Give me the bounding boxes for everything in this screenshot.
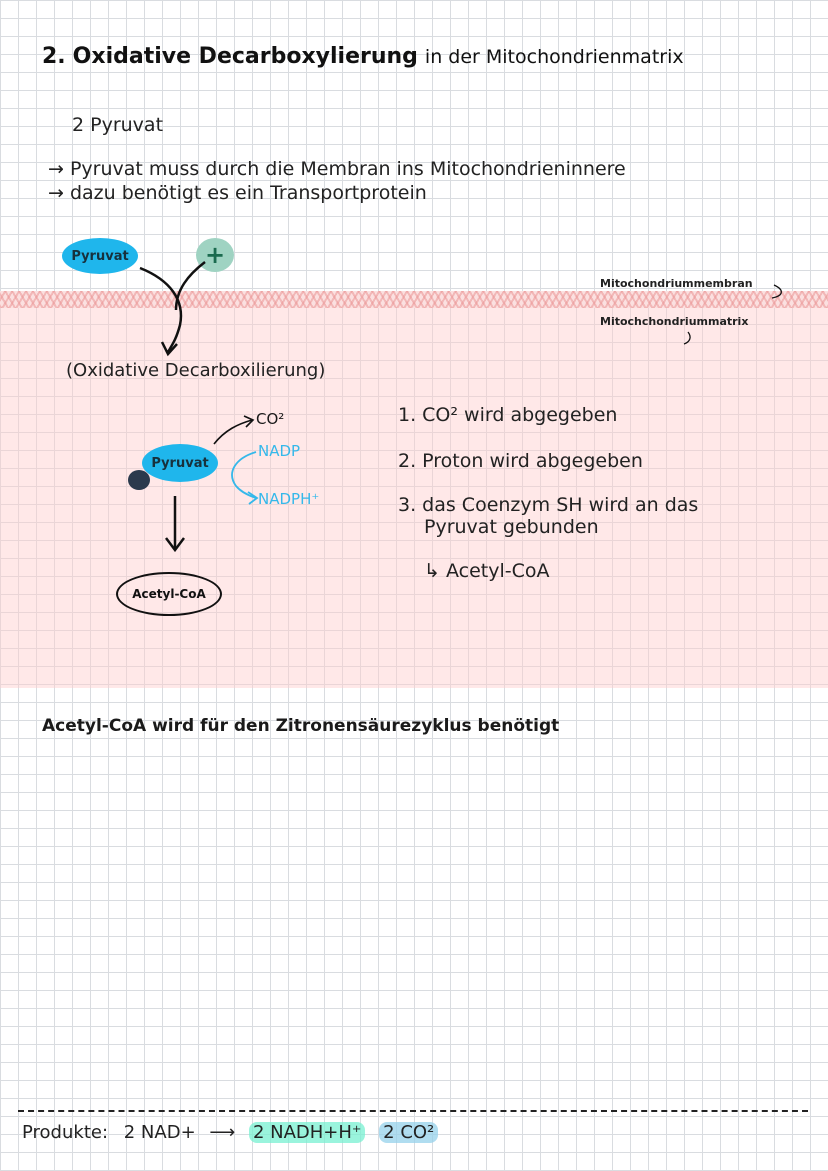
acetyl-coa-oval: Acetyl-CoA [116, 572, 222, 616]
products-arrow: ⟶ [209, 1122, 236, 1143]
step-3-continued: Pyruvat gebunden [424, 516, 599, 538]
transport-arrowhead [160, 341, 178, 357]
bullet-1: → Pyruvat muss durch die Membran ins Mit… [48, 158, 626, 180]
pyruvat-pill-top: Pyruvat [62, 238, 138, 274]
products-line: Produkte: 2 NAD+ ⟶ 2 NADH+H⁺ 2 CO² [22, 1122, 439, 1143]
transport-arrows [139, 261, 782, 357]
matrix-label: Mitochchondriummatrix [600, 315, 749, 328]
nadph-label: NADPH⁺ [258, 490, 320, 508]
plus-symbol: + [204, 241, 226, 269]
products-product-1: 2 NADH+H⁺ [248, 1122, 366, 1143]
pyruvat-label-reaction: Pyruvat [151, 455, 209, 471]
conclusion-text: Acetyl-CoA wird für den Zitronensäurezyk… [42, 716, 560, 736]
step-result: ↳ Acetyl-CoA [424, 560, 550, 582]
process-label: (Oxidative Decarboxilierung) [66, 360, 326, 381]
acetyl-coa-label: Acetyl-CoA [132, 587, 206, 601]
bullet-2: → dazu benötigt es ein Transportprotein [48, 182, 427, 204]
co2-arrowhead [243, 415, 255, 428]
coenzyme-dot [128, 470, 150, 490]
step-1: 1. CO² wird abgegeben [398, 404, 618, 426]
transport-curve-right [174, 261, 206, 311]
step-2: 2. Proton wird abgegeben [398, 450, 643, 472]
down-arrowhead [165, 537, 185, 553]
membrane-label: Mitochondriummembran [600, 277, 753, 290]
pyruvat-label-top: Pyruvat [71, 248, 129, 264]
input-line: 2 Pyruvat [72, 114, 164, 136]
pyruvat-pill-reaction: Pyruvat [142, 444, 218, 482]
matrix-pointer-icon [683, 331, 691, 345]
membrane-pointer-icon [771, 284, 782, 299]
page-title: 2. Oxidative Decarboxylierung in der Mit… [42, 44, 684, 69]
products-product-2: 2 CO² [379, 1122, 439, 1143]
matrix-zone [0, 304, 828, 688]
plus-icon: + [196, 238, 234, 272]
products-divider [18, 1110, 808, 1112]
step-3: 3. das Coenzym SH wird an das [398, 494, 699, 516]
products-reactant: 2 NAD+ [123, 1122, 196, 1143]
co2-label: CO² [256, 410, 285, 428]
co2-arrow [213, 419, 253, 445]
transport-curve-left [139, 266, 183, 353]
title-rest: in der Mitochondrienmatrix [424, 46, 684, 68]
nadp-arrowhead [247, 491, 259, 505]
nadp-arrow [231, 451, 257, 499]
title-bold: Oxidative Decarboxylierung [72, 44, 418, 69]
products-label: Produkte: [22, 1122, 109, 1143]
membrane-band [0, 291, 828, 308]
reaction-arrows [165, 415, 259, 553]
title-number: 2. [42, 44, 66, 69]
nadp-label: NADP [258, 442, 301, 460]
